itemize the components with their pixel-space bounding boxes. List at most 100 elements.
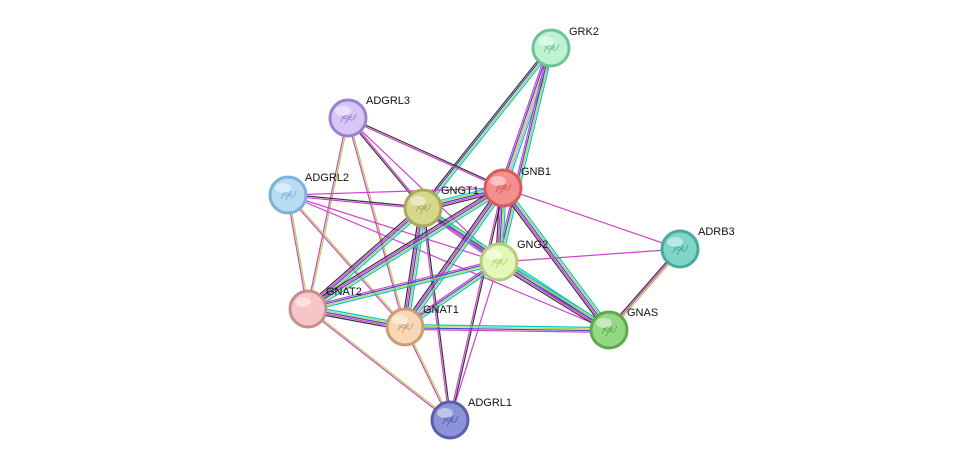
edge-evidence-line (404, 207, 424, 328)
edge-GNB1-GNAT1[interactable] (401, 185, 507, 330)
edge-evidence-line (505, 185, 613, 329)
edge-evidence-line (308, 307, 451, 420)
edge-evidence-line (448, 187, 503, 420)
node-gnat2[interactable]: GNAT2 (288, 286, 362, 329)
node-highlight (490, 176, 506, 186)
node-gng2[interactable]: GNG2 (479, 239, 548, 282)
node-gnas[interactable]: GNAS (589, 307, 658, 350)
edge-evidence-line (405, 324, 610, 329)
node-label: GRK2 (569, 26, 599, 38)
edge-evidence-line (308, 262, 500, 311)
node-circle (483, 168, 523, 208)
edge-ADGRL3-GNB1[interactable] (347, 116, 504, 190)
edge-evidence-line (496, 47, 550, 262)
edge-evidence-line (421, 208, 450, 421)
edge-GRK2-GNG2[interactable] (496, 47, 554, 263)
edge-GNB1-ADGRL1[interactable] (448, 187, 505, 421)
edge-GNG2-GNAS[interactable] (497, 258, 611, 334)
edge-GNB1-GNAT2[interactable] (305, 184, 506, 313)
edge-GNAT1-GNAS[interactable] (404, 324, 610, 333)
node-label: ADRB3 (698, 226, 735, 238)
edge-evidence-line (499, 46, 549, 188)
edge-evidence-line (348, 117, 407, 327)
edge-evidence-line (498, 248, 681, 263)
edge-evidence-line (306, 117, 348, 309)
node-label: ADGRL1 (468, 397, 512, 409)
edge-evidence-line (306, 206, 423, 309)
node-highlight (437, 408, 453, 418)
node-highlight (667, 237, 683, 247)
edge-evidence-line (288, 193, 424, 208)
edge-GRK2-GNGT1[interactable] (420, 46, 554, 210)
edge-ADGRL3-GNAT2[interactable] (306, 117, 350, 310)
node-gnb1[interactable]: GNB1 (483, 166, 551, 208)
edge-evidence-line (405, 188, 505, 329)
edge-evidence-line (402, 207, 423, 327)
protein-structure-icon (495, 183, 512, 195)
edge-evidence-line (305, 184, 502, 307)
edge-evidence-line (501, 188, 609, 332)
node-label: GNB1 (521, 166, 551, 178)
edge-GNG2-ADRB3[interactable] (498, 248, 681, 263)
edge-evidence-line (497, 47, 551, 262)
edge-evidence-line (308, 263, 500, 312)
node-circle (660, 229, 700, 269)
edge-ADGRL2-GNB1[interactable] (287, 187, 504, 196)
edge-evidence-line (405, 325, 610, 330)
node-adrb3[interactable]: ADRB3 (660, 226, 735, 269)
edge-ADGRL3-GNGT1[interactable] (346, 117, 425, 209)
node-gnat1[interactable]: GNAT1 (385, 304, 459, 347)
edge-evidence-line (309, 190, 506, 313)
edge-evidence-line (497, 262, 609, 332)
node-grk2[interactable]: GRK2 (531, 26, 599, 68)
protein-structure-icon (491, 257, 508, 269)
node-label: ADGRL3 (366, 95, 410, 107)
node-highlight (410, 196, 426, 206)
node-highlight (486, 250, 502, 260)
node-circle (268, 175, 308, 215)
edge-ADGRL2-GNG2[interactable] (287, 194, 500, 263)
edge-evidence-line (407, 189, 507, 330)
edge-evidence-line (502, 187, 681, 250)
node-adgrl2[interactable]: ADGRL2 (268, 172, 349, 215)
edge-GNGT1-GNAT1[interactable] (401, 207, 427, 328)
edge-evidence-line (286, 195, 405, 328)
node-gngt1[interactable]: GNGT1 (403, 185, 479, 228)
protein-structure-icon (672, 244, 689, 256)
edge-evidence-line (307, 187, 504, 310)
edge-evidence-line (497, 264, 608, 334)
edge-ADGRL2-GNGT1[interactable] (287, 193, 424, 210)
edge-evidence-line (499, 189, 607, 333)
edge-evidence-line (424, 49, 554, 210)
node-circle (385, 307, 425, 347)
edge-GNAT2-ADGRL1[interactable] (307, 307, 451, 422)
edge-evidence-line (500, 48, 554, 263)
node-circle (479, 242, 519, 282)
edge-evidence-line (401, 207, 421, 327)
edge-evidence-line (287, 194, 500, 263)
node-label: GNAT2 (326, 286, 362, 298)
node-label: ADGRL2 (305, 172, 349, 184)
edge-GNB1-ADRB3[interactable] (502, 187, 681, 250)
edge-GNGT1-ADGRL1[interactable] (421, 207, 452, 421)
node-circle (589, 310, 629, 350)
edge-evidence-line (499, 260, 611, 330)
edge-evidence-line (307, 309, 450, 422)
node-circle (403, 188, 443, 228)
edge-evidence-line (308, 118, 350, 310)
edge-evidence-line (306, 186, 503, 309)
edge-GNB1-GNAS[interactable] (499, 185, 613, 333)
edge-evidence-line (421, 47, 551, 208)
edge-evidence-line (401, 185, 501, 326)
node-adgrl3[interactable]: ADGRL3 (328, 95, 410, 138)
edge-evidence-line (288, 194, 407, 327)
edge-evidence-line (423, 207, 452, 420)
node-adgrl1[interactable]: ADGRL1 (430, 397, 512, 440)
edge-evidence-line (423, 48, 553, 209)
edge-evidence-line (287, 187, 504, 196)
edge-ADGRL2-GNAT1[interactable] (286, 194, 407, 328)
edge-GNG2-ADGRL1[interactable] (449, 261, 500, 421)
edge-GNG2-GNAT2[interactable] (307, 259, 500, 312)
edge-evidence-line (305, 205, 422, 308)
